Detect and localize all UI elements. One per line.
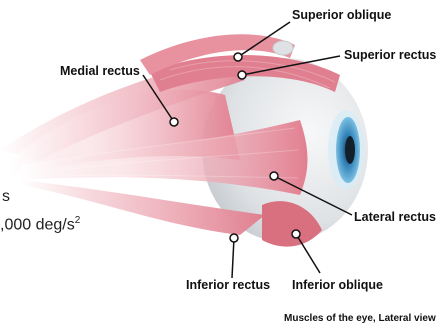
point-superior-rectus <box>238 71 246 79</box>
label-inferior-oblique: Inferior oblique <box>292 278 383 292</box>
point-medial-rectus <box>170 118 178 126</box>
trochlea <box>273 41 293 55</box>
point-superior-oblique <box>234 53 242 61</box>
point-lateral-rectus <box>270 172 278 180</box>
overlay-text-line2: ,000 deg/s2 <box>0 212 80 234</box>
label-medial-rectus: Medial rectus <box>60 64 140 78</box>
label-superior-rectus: Superior rectus <box>344 48 436 62</box>
figure-caption: Muscles of the eye, Lateral view <box>284 313 436 325</box>
label-lateral-rectus: Lateral rectus <box>354 210 436 224</box>
overlay-text-line1: s <box>2 188 10 206</box>
point-inferior-oblique <box>292 230 300 238</box>
label-superior-oblique: Superior oblique <box>292 8 391 22</box>
leader-inferior-rectus <box>232 238 234 278</box>
overlay-text-line2-sup: 2 <box>75 215 81 226</box>
point-inferior-rectus <box>230 234 238 242</box>
overlay-text-line2-base: ,000 deg/s <box>0 216 75 233</box>
label-inferior-rectus: Inferior rectus <box>186 278 270 292</box>
pupil <box>345 136 355 164</box>
